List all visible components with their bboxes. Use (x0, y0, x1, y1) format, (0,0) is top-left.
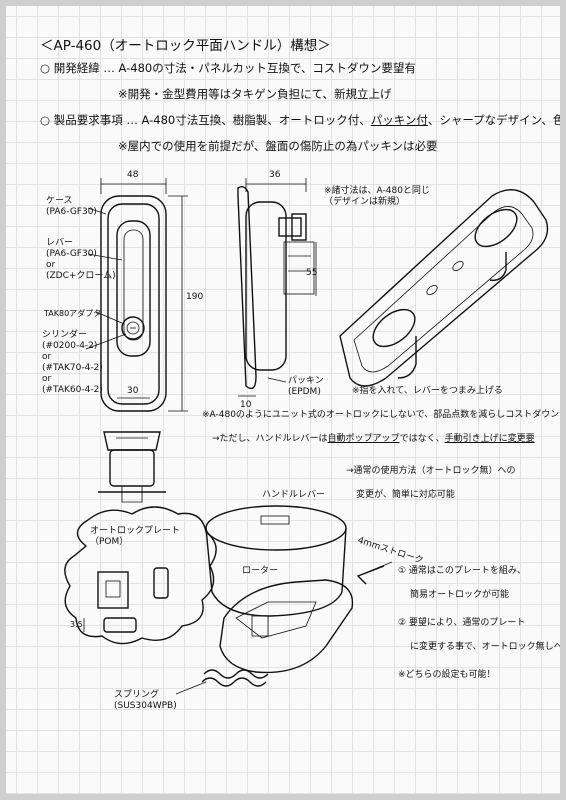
sketch-sheet: ＜AP-460（オートロック平面ハンドル）構想＞ ○ 開発経緯 … A-480の… (6, 6, 560, 794)
label-autolock-plate: オートロックプレート （POM） (90, 526, 181, 547)
sketch-drawings (64, 178, 549, 695)
exploded-view-drawing (175, 505, 393, 695)
label-cylinder: シリンダー (#0200-4-2) or (#TAK70-4-2) or (#T… (42, 330, 103, 395)
page-title: ＜AP-460（オートロック平面ハンドル）構想＞ (40, 38, 331, 54)
label-packing: パッキン (EPDM) (288, 376, 324, 397)
note-2-underlined: 自動ポップアップ (327, 434, 400, 444)
front-dim-height: 190 (186, 292, 204, 302)
front-dim-bottom: 30 (127, 386, 139, 396)
label-lever: レバー (PA6-GF30) or (ZDC+クローム) (46, 238, 116, 281)
intro-line-1: ○ 開発経緯 … A-480の寸法・パネルカット互換で、コストダウン要望有 (40, 61, 416, 75)
iso-finger-note: ※指を入れて、レバーをつまみ上げる (352, 386, 503, 396)
label-rotor: ローター (242, 566, 279, 576)
bottom-note-1: ① 通常はこのプレートを組み、 (398, 566, 526, 576)
bottom-note-2: ② 要望により、通常のプレート (398, 618, 526, 628)
iso-note: ※諸寸法は、A-480と同じ （デザインは新規） (324, 186, 430, 207)
intro-line-3-head: ○ 製品要求事項 … A-480寸法互換、樹脂製、オートロック付、 (40, 113, 371, 127)
intro-line-4: ※屋内での使用を前提だが、盤面の傷防止の為パッキンは必要 (118, 139, 438, 153)
label-case: ケース (PA6-GF30) (46, 196, 97, 217)
note-2-head: →ただし、ハンドルレバーは (212, 434, 328, 444)
intro-line-3-packing: パッキン付 (370, 113, 428, 127)
front-view-drawing (85, 178, 188, 412)
bottom-note-1b: 簡易オートロックが可能 (410, 590, 510, 600)
side-dim-top: 36 (269, 170, 281, 180)
note-2-underlined-2: 手動引き上げに変更要 (444, 434, 535, 444)
plate-cloud-drawing (64, 506, 217, 645)
note-1: ※A-480のようにユニット式のオートロックにしないで、部品点数を減らしコストダ… (202, 410, 560, 420)
side-dim-55: 55 (306, 268, 318, 278)
label-spring: スプリング (SUS304WPB) (114, 690, 177, 711)
note-3: →通常の使用方法（オートロック無）への (346, 466, 516, 476)
label-adapter: TAK80アダプタ (44, 309, 102, 318)
side-dim-10: 10 (240, 400, 252, 410)
note-4: 変更が、簡単に対応可能 (356, 490, 455, 500)
intro-line-3: ○ 製品要求事項 … A-480寸法互換、樹脂製、オートロック付、パッキン付、シ… (40, 112, 560, 128)
bottom-note-2b: に変更する事で、オートロック無しへ (410, 642, 560, 652)
note-2-mid: ではなく、 (399, 434, 445, 444)
front-dim-width: 48 (127, 170, 139, 180)
side-view-drawing (237, 178, 317, 397)
label-handle-lever: ハンドルレバー (262, 490, 326, 500)
intro-line-3-tail: 、シャープなデザイン、色：黒 (427, 113, 560, 127)
bottom-note-3: ※どちらの設定も可能！ (398, 670, 496, 680)
note-2: →ただし、ハンドルレバーは自動ポップアップではなく、手動引き上げに変更要 (212, 434, 535, 445)
intro-line-2: ※開発・金型費用等はタキゲン負担にて、新規立上げ (118, 87, 392, 101)
plate-dim-35: 3.5 (70, 620, 83, 629)
small-handle-drawing (98, 431, 166, 503)
iso-view-drawing (339, 189, 549, 387)
